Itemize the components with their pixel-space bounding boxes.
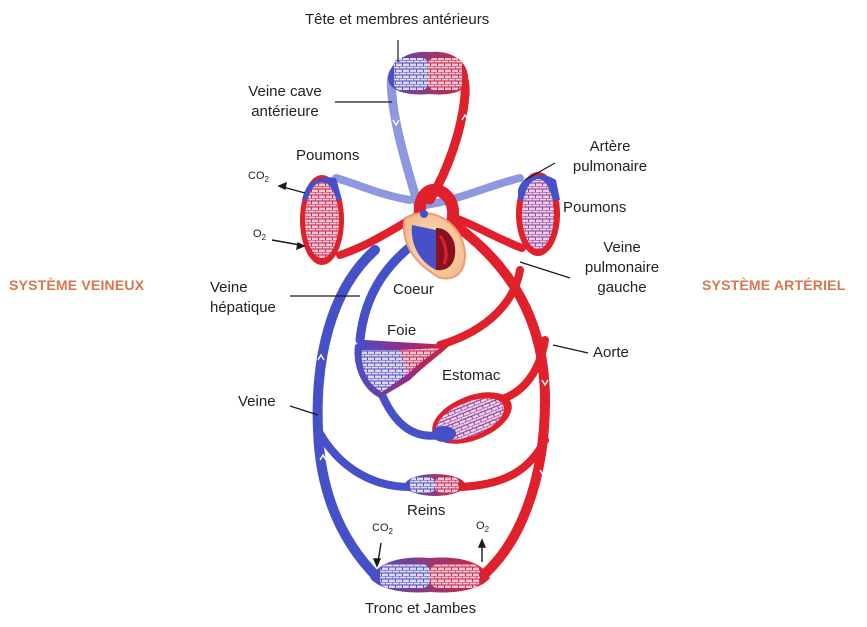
label-stomach: Estomac xyxy=(442,366,500,386)
arterial-system-title: SYSTÈME ARTÉRIEL xyxy=(702,277,845,293)
label-liver: Foie xyxy=(387,321,416,341)
label-vein: Veine xyxy=(238,392,276,412)
arrow-icon xyxy=(374,559,380,566)
arrow-icon xyxy=(532,300,538,305)
gas-co2-trunk-text: CO xyxy=(372,522,389,534)
arrow-icon xyxy=(505,525,511,530)
gas-o2-trunk: O2 xyxy=(476,520,489,534)
kidney-vein-vessel xyxy=(318,430,410,487)
gas-co2-lungs-sub: 2 xyxy=(265,175,269,184)
gas-o2-trunk-text: O xyxy=(476,520,485,532)
liver-capillaries xyxy=(354,340,450,398)
gas-o2-lungs-sub: 2 xyxy=(262,233,266,242)
stomach-capillaries xyxy=(425,382,519,454)
label-aorta: Aorte xyxy=(593,343,629,363)
label-hepatic-vein: Veine hépatique xyxy=(210,278,276,318)
gas-o2-lungs-text: O xyxy=(253,228,262,240)
trunk-legs-capillaries xyxy=(370,558,490,593)
venous-system-title: SYSTÈME VEINEUX xyxy=(9,277,144,293)
label-vena-cava: Veine cave antérieure xyxy=(239,82,331,122)
label-pulmonary-artery-line2: pulmonaire xyxy=(560,157,660,177)
gas-o2-trunk-sub: 2 xyxy=(485,525,489,534)
label-hepatic-vein-line1: Veine xyxy=(210,278,276,298)
gas-o2-lungs: O2 xyxy=(253,228,266,242)
arrow-icon xyxy=(279,183,286,189)
gas-co2-trunk-sub: 2 xyxy=(389,527,393,536)
label-head: Tête et membres antérieurs xyxy=(305,10,489,30)
label-vena-cava-line1: Veine cave xyxy=(239,82,331,102)
right-lung-capillaries xyxy=(516,172,560,256)
left-lung-blue-vessel xyxy=(336,178,410,200)
gas-co2-lungs: CO2 xyxy=(248,170,269,184)
label-pulmonary-vein-line3: gauche xyxy=(572,278,672,298)
label-heart: Coeur xyxy=(393,280,434,300)
arrow-icon xyxy=(479,540,485,547)
label-pulmonary-vein: Veine pulmonaire gauche xyxy=(572,238,672,298)
arrow-icon xyxy=(297,243,304,249)
gas-co2-lungs-text: CO xyxy=(248,170,265,182)
kidney-capillaries xyxy=(405,474,465,496)
head-capillaries xyxy=(388,52,468,95)
label-lungs-right: Poumons xyxy=(563,198,626,218)
label-vena-cava-line2: antérieure xyxy=(239,102,331,122)
left-lung-capillaries xyxy=(300,175,344,265)
label-pulmonary-artery-line1: Artère xyxy=(560,137,660,157)
label-lungs-left: Poumons xyxy=(296,146,359,166)
label-pulmonary-artery: Artère pulmonaire xyxy=(560,137,660,177)
gas-co2-trunk: CO2 xyxy=(372,522,393,536)
arrow-icon xyxy=(348,515,354,520)
stomach-vein-vessel xyxy=(380,390,440,436)
label-pulmonary-vein-line1: Veine xyxy=(572,238,672,258)
label-trunk-legs: Tronc et Jambes xyxy=(365,599,476,619)
label-pulmonary-vein-line2: pulmonaire xyxy=(572,258,672,278)
label-kidneys: Reins xyxy=(407,501,445,521)
label-hepatic-vein-line2: hépatique xyxy=(210,298,276,318)
